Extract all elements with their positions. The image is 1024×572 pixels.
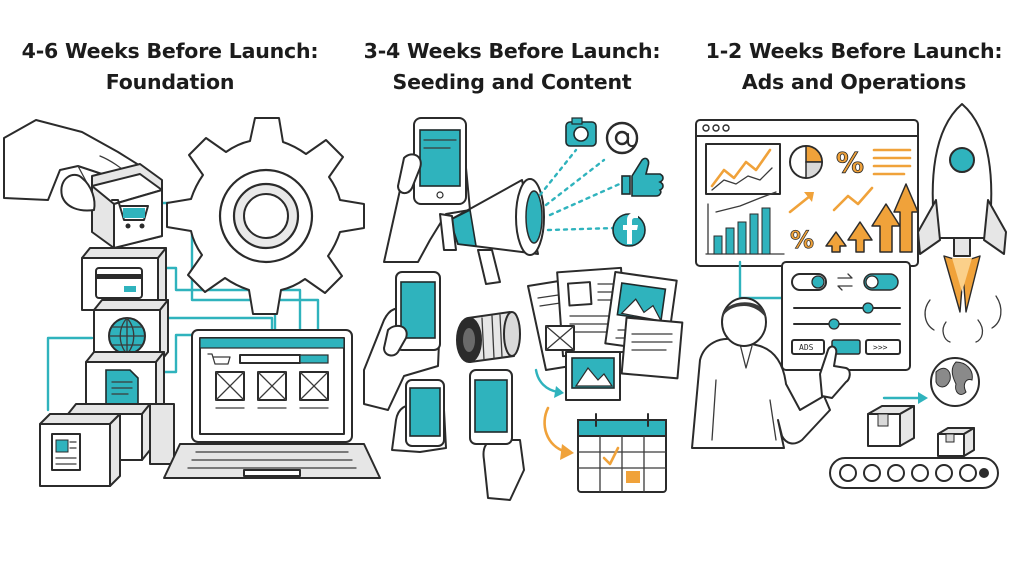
column-title-line1: 3-4 Weeks Before Launch: — [363, 39, 661, 63]
globe-icon — [930, 357, 980, 407]
column-title-line2: Ads and Operations — [741, 70, 967, 94]
dashboard-connector — [738, 260, 788, 300]
percent-label: % — [836, 146, 864, 179]
dashboard-icon: % % — [695, 119, 919, 267]
column-title-line1: 1-2 Weeks Before Launch: — [705, 39, 1003, 63]
hand-smartphone-right-icon — [469, 369, 525, 501]
control-panel: ADS >>> — [781, 261, 911, 371]
hand-smartphone-icon — [383, 117, 471, 263]
laptop-icon — [163, 329, 381, 479]
orange-arrows — [534, 368, 574, 460]
cart-icon — [111, 199, 149, 229]
column-title-line2: Foundation — [105, 70, 235, 94]
hand-cube-icon — [3, 119, 163, 249]
globe-icon — [108, 317, 146, 355]
camera-icon — [565, 117, 597, 147]
facebook-icon — [612, 213, 646, 247]
next-button-label: >>> — [873, 343, 888, 352]
ads-button-label: ADS — [799, 343, 814, 352]
calendar-icon — [577, 413, 667, 493]
newsletter-icon — [51, 433, 81, 471]
next-button[interactable] — [865, 339, 901, 355]
document-icon — [105, 369, 139, 407]
social-dashes — [538, 148, 626, 232]
at-sign-icon — [605, 121, 639, 155]
hand-smartphone-bottom-icon — [391, 379, 447, 453]
column-title-seeding: 3-4 Weeks Before Launch: Seeding and Con… — [342, 36, 682, 98]
thumbs-up-icon — [621, 157, 664, 197]
column-title-line1: 4-6 Weeks Before Launch: — [21, 39, 319, 63]
hand-smartphone-left-icon — [363, 271, 441, 411]
cart-icon — [207, 353, 231, 365]
card-icon — [95, 267, 143, 299]
content-pages — [527, 266, 684, 401]
column-title-foundation: 4-6 Weeks Before Launch: Foundation — [0, 36, 340, 98]
conveyor-belt-icon — [829, 405, 999, 489]
megaphone-icon — [439, 178, 545, 285]
ads-button[interactable] — [791, 339, 825, 355]
camera-lens-icon — [456, 311, 521, 363]
person-icon — [691, 297, 851, 449]
gear-icon — [166, 117, 365, 315]
column-title-line2: Seeding and Content — [392, 70, 632, 94]
stacked-cubes — [39, 247, 175, 487]
percent-label-small: % — [790, 226, 814, 254]
rocket-icon — [917, 103, 1007, 343]
column-title-ads-operations: 1-2 Weeks Before Launch: Ads and Operati… — [684, 36, 1024, 98]
